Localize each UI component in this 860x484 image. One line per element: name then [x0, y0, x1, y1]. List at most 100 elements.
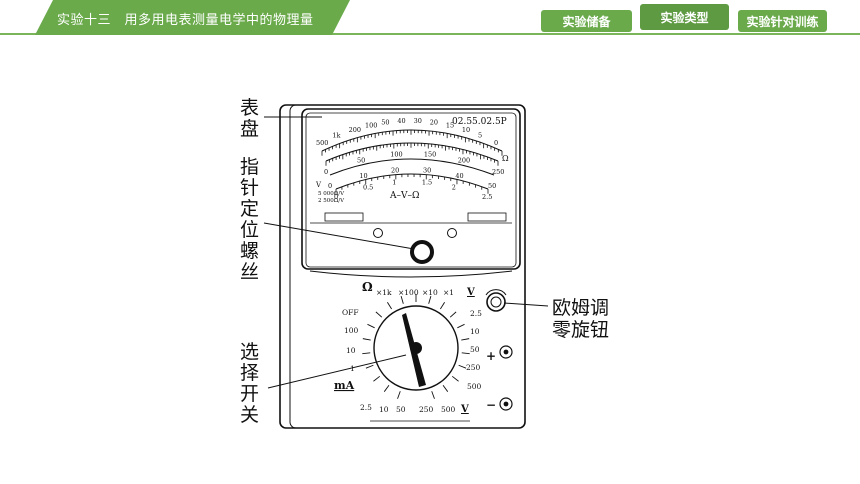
- selector-dcv-10: 10: [470, 327, 480, 336]
- meter-body-inner: [289, 104, 526, 429]
- ac-tick-label: 20: [391, 167, 399, 175]
- title-tab: [35, 0, 350, 35]
- selector-tick: [367, 323, 375, 329]
- selector-tick: [373, 375, 381, 382]
- selector-tick: [461, 352, 470, 355]
- selector-tick: [451, 375, 459, 382]
- low-tick-label: 1: [392, 179, 396, 187]
- panel-code: 02.55.02.5P: [452, 117, 507, 127]
- selector-ohm-symbol: Ω: [362, 280, 373, 294]
- callout-ohm-adjust: 欧姆调零旋钮: [552, 297, 609, 341]
- ac-tick-label: 10: [359, 172, 367, 180]
- dcv-tick-label: 50: [357, 156, 365, 164]
- selector-acv-unit: V: [460, 404, 469, 415]
- leader-ohm-adjust: [503, 302, 549, 307]
- selector-tick: [461, 338, 470, 341]
- ohm-per-volt-1: 5 000Ω/V: [318, 191, 345, 197]
- selector-tick: [431, 391, 435, 399]
- ohm-tick-label: 20: [430, 119, 438, 127]
- volt-unit: V: [315, 181, 322, 189]
- terminal-plus-sign: +: [486, 349, 496, 363]
- header-rule: [0, 33, 860, 35]
- ohm-tick-label: 10: [462, 126, 470, 134]
- callout-zero-screw: 指针定位螺丝: [240, 156, 259, 283]
- dcv-tick-label: 250: [492, 168, 504, 176]
- ohm-range-x100: ×100: [398, 288, 419, 297]
- selector-ma-1: 1: [350, 364, 355, 373]
- selector-tick: [362, 338, 371, 341]
- selector-dcv-50: 50: [470, 345, 480, 354]
- ohm-range-x10: ×10: [422, 288, 438, 297]
- selector-dcv-250: 250: [466, 363, 481, 372]
- selector-ma-label: mA: [334, 379, 355, 392]
- dcv-tick-label: 150: [424, 151, 436, 159]
- selector-tick: [449, 311, 457, 318]
- leader-zero-screw: [263, 222, 415, 250]
- ohm-per-volt-2: 2 500Ω/V: [318, 198, 345, 204]
- low-tick-label: 2.5: [482, 193, 492, 201]
- dial-window: [301, 108, 521, 270]
- ohm-range-x1k: ×1k: [376, 288, 392, 297]
- dcv-tick-label: 100: [390, 151, 402, 159]
- ohm-tick-label: 1k: [332, 132, 340, 140]
- selector-off: OFF: [342, 308, 359, 317]
- selector-tick: [362, 352, 371, 355]
- ac-tick-label: 40: [455, 172, 463, 180]
- ohm-tick-label: 30: [414, 117, 422, 125]
- low-tick-label: 0: [334, 193, 338, 201]
- selector-tick: [457, 323, 465, 329]
- ohm-tick-label: 5: [478, 132, 482, 140]
- selector-tick: [428, 295, 432, 304]
- leader-switch: [267, 354, 407, 389]
- selector-ma-10: 10: [346, 346, 356, 355]
- selector-tick: [397, 391, 401, 399]
- low-tick-label: 0.5: [363, 183, 373, 191]
- screw-right: [447, 228, 457, 238]
- dcv-tick-label: 0: [324, 168, 328, 176]
- selector-acv-2.5: 2.5: [360, 403, 372, 412]
- nav-experiment-types[interactable]: 实验类型: [640, 4, 729, 30]
- ohm-tick-label: 15: [446, 122, 454, 130]
- pointer-zero-screw: [410, 240, 434, 264]
- nav-experiment-prep[interactable]: 实验储备: [541, 10, 632, 32]
- low-tick-label: 1.5: [422, 179, 432, 187]
- selector-tick: [365, 364, 374, 369]
- nav-targeted-training[interactable]: 实验针对训练: [738, 10, 827, 32]
- ohm-tick-label: 100: [365, 122, 377, 130]
- selector-acv-10: 10: [379, 405, 389, 414]
- selector-dcv-500: 500: [467, 382, 482, 391]
- ac-tick-label: 50: [488, 182, 496, 190]
- page-title: 实验十三 用多用电表测量电学中的物理量: [57, 13, 314, 28]
- low-scale-arc: [335, 173, 489, 190]
- ohm-zero-knob: [486, 292, 506, 312]
- terminal-minus-sign: −: [486, 398, 496, 412]
- selector-acv-500: 500: [441, 405, 456, 414]
- screw-left: [373, 228, 383, 238]
- ohm-unit: Ω: [502, 154, 509, 163]
- ac-tick-label: 0: [328, 182, 332, 190]
- ohm-tick-label: 50: [381, 119, 389, 127]
- selector-ma-100: 100: [344, 326, 359, 335]
- ohm-tick-label: 40: [397, 117, 405, 125]
- selector-tick: [458, 364, 467, 369]
- low-tick-label: 2: [452, 183, 456, 191]
- ac-scale-arc: [329, 158, 495, 176]
- dcv-tick-label: 200: [458, 156, 470, 164]
- selector-tick: [400, 295, 404, 304]
- callout-switch: 选择开关: [240, 341, 259, 426]
- selector-dcv-2.5: 2.5: [470, 309, 482, 318]
- scale-label: A–V–Ω: [389, 191, 419, 201]
- ac-tick-label: 30: [423, 167, 431, 175]
- selector-tick: [439, 301, 445, 310]
- selector-tick: [387, 301, 393, 310]
- selector-tick: [375, 311, 383, 318]
- selector-dcv-unit: V: [466, 287, 475, 298]
- ohm-range-x1: ×1: [443, 288, 454, 297]
- selector-acv-250: 250: [419, 405, 434, 414]
- ohm-tick-label: 0: [494, 139, 498, 147]
- selector-acv-50: 50: [396, 405, 406, 414]
- callout-dial: 表盘: [240, 97, 259, 140]
- selector-tick: [442, 384, 449, 392]
- ohm-tick-label: 200: [349, 126, 361, 134]
